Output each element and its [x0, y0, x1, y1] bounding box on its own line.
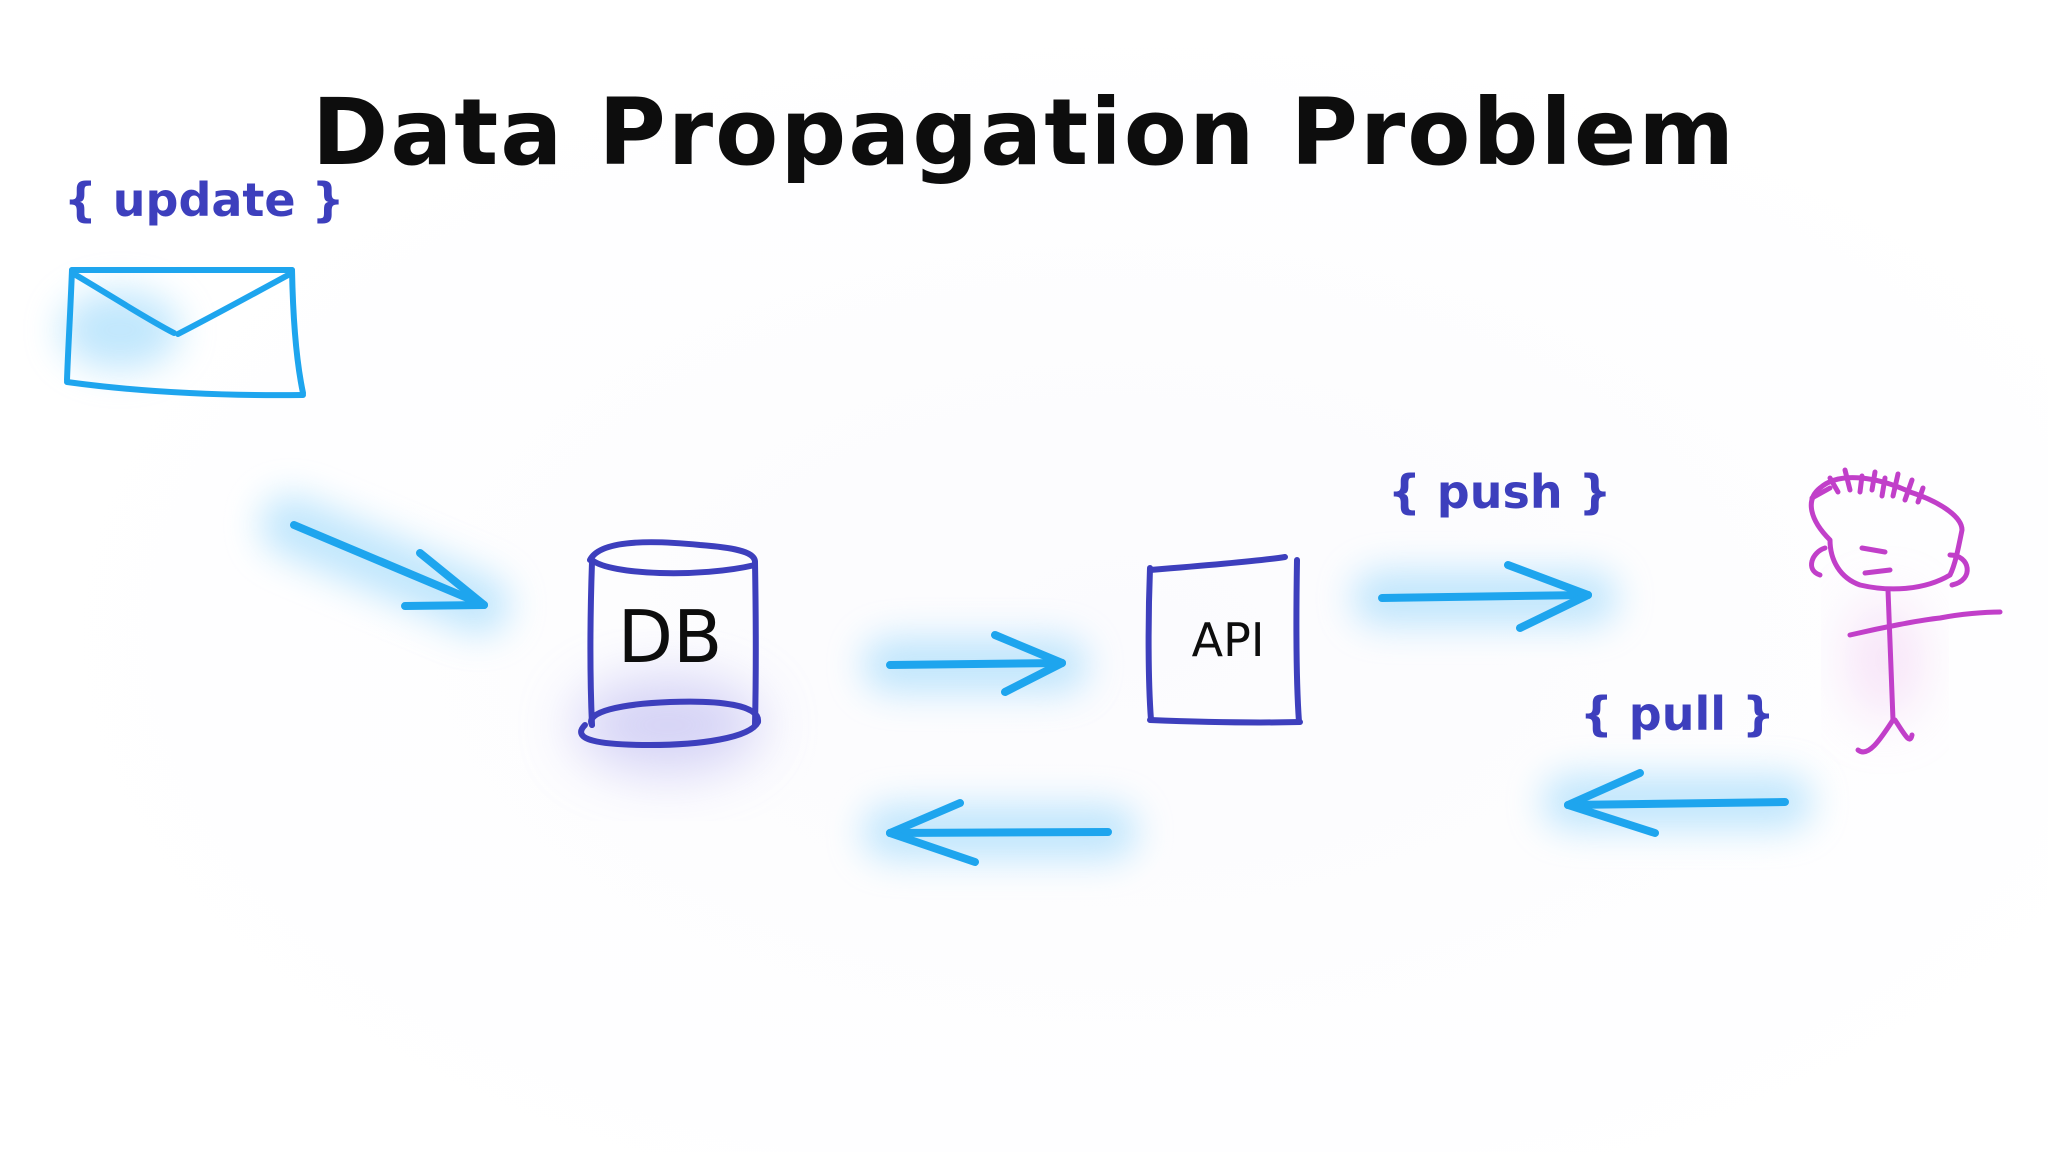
api-label: API: [1192, 613, 1265, 667]
stick-figure-icon: [1808, 467, 2003, 755]
api-box-icon: [1145, 554, 1303, 726]
arrow-pull: [1564, 769, 1789, 837]
person-glow: [1853, 600, 1917, 720]
update-label: { update }: [64, 173, 345, 227]
envelope-icon: [64, 267, 306, 399]
arrow-db-to-api: [886, 631, 1066, 696]
database-icon: [578, 539, 761, 748]
glow-layer: [60, 290, 1813, 860]
arrow-to-db: [290, 521, 488, 610]
pull-label: { pull }: [1580, 687, 1775, 741]
db-label: DB: [618, 595, 723, 679]
arrow-push: [1378, 561, 1592, 632]
db-glow: [573, 677, 763, 773]
arrow-api-to-db: [886, 799, 1112, 866]
page-title: Data Propagation Problem: [311, 79, 1737, 186]
push-label: { push }: [1388, 465, 1612, 519]
